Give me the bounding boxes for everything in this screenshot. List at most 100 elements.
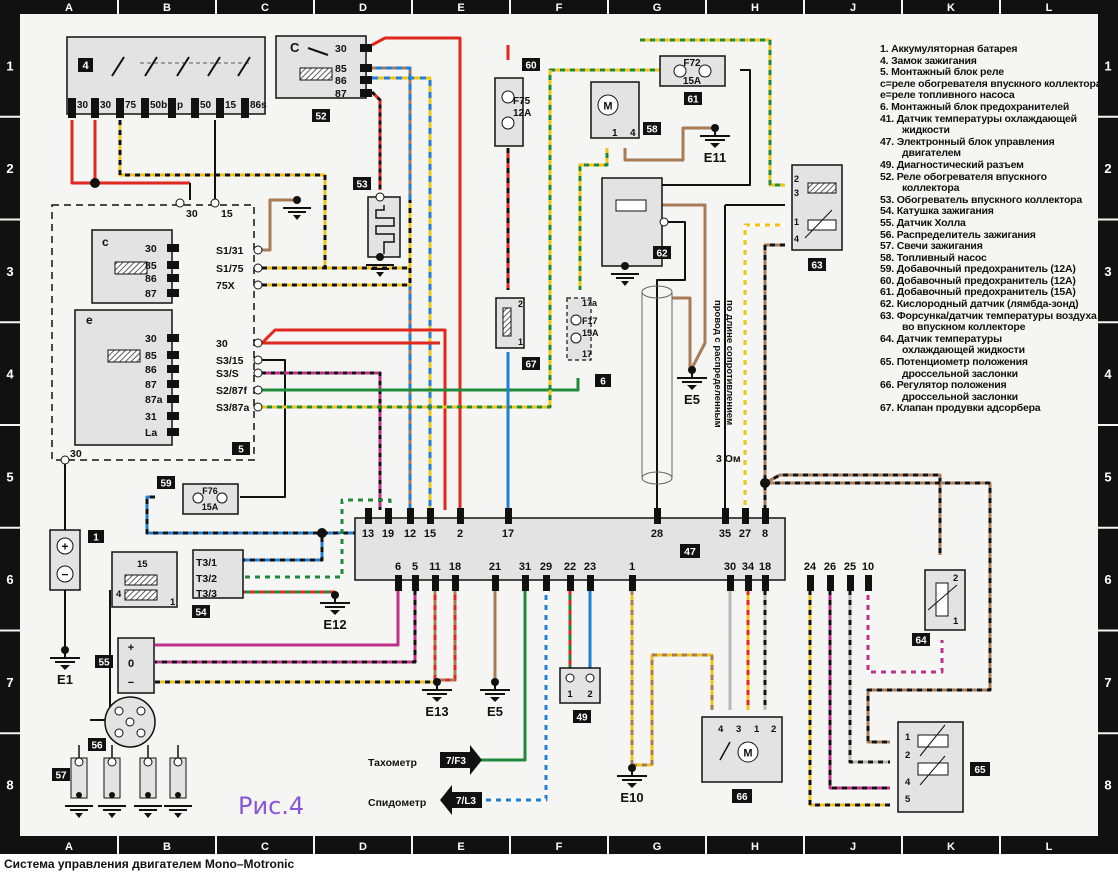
svg-text:30: 30: [145, 243, 157, 255]
tachometer-connector: Тахометр 7/F3: [368, 745, 482, 775]
legend-item: 59. Добавочный предохранитель (12A): [880, 263, 1076, 276]
row-label: 4: [1104, 367, 1112, 382]
column-label: B: [163, 2, 171, 14]
svg-text:75X: 75X: [216, 280, 235, 292]
row-label: 7: [6, 675, 13, 690]
svg-text:57: 57: [55, 771, 67, 782]
ecu-pin: [762, 575, 769, 591]
fuse-6: 17a F17 15A 17 6: [566, 297, 611, 388]
ground-icon: E10: [617, 764, 647, 805]
svg-text:2: 2: [905, 750, 910, 761]
purge-valve-67: 2 1 67: [495, 297, 540, 371]
wire-to-64: [764, 473, 942, 555]
svg-text:85: 85: [145, 350, 157, 362]
column-label: A: [65, 841, 73, 853]
row-label: 1: [6, 58, 13, 73]
legend-item: 67. Клапан продувки адсорбера: [880, 402, 1041, 415]
svg-text:S1/75: S1/75: [216, 263, 244, 275]
row-label: 6: [1104, 572, 1111, 587]
speedometer-connector: Спидометр 7/L3: [368, 785, 482, 815]
svg-text:E5: E5: [684, 392, 700, 407]
svg-text:25: 25: [844, 561, 856, 573]
svg-text:26: 26: [824, 561, 836, 573]
ignition-coil-54: 15 4 1 T3/1 T3/2 T3/3 54: [111, 549, 244, 619]
svg-text:4: 4: [905, 777, 911, 788]
column-label: K: [947, 2, 955, 14]
svg-text:15: 15: [424, 528, 436, 540]
column-label: L: [1046, 841, 1053, 853]
svg-text:87a: 87a: [145, 394, 163, 406]
svg-text:15: 15: [225, 100, 237, 111]
svg-text:E13: E13: [425, 704, 448, 719]
svg-text:E11: E11: [704, 150, 726, 165]
legend-item: 63. Форсунка/датчик температуры воздуха: [880, 309, 1097, 322]
ecu-pin: [492, 575, 499, 591]
svg-text:62: 62: [656, 249, 668, 260]
terminal-pin: [91, 98, 99, 118]
svg-text:3: 3: [736, 724, 741, 735]
wire-s2-87f: [262, 378, 580, 392]
svg-text:10: 10: [862, 561, 874, 573]
resistance-label: 3 Ом: [716, 453, 741, 465]
svg-text:e: e: [86, 313, 93, 327]
svg-text:T3/3: T3/3: [196, 588, 217, 600]
svg-text:30: 30: [70, 448, 82, 460]
column-label: C: [261, 2, 269, 14]
heater-53: 53: [353, 177, 401, 258]
svg-text:30: 30: [145, 333, 157, 345]
column-label: G: [653, 841, 662, 853]
svg-text:1: 1: [629, 561, 635, 573]
legend-item: 65. Потенциометр положения: [880, 356, 1028, 369]
svg-text:85: 85: [145, 260, 157, 272]
svg-text:2: 2: [771, 724, 776, 735]
svg-text:61: 61: [687, 95, 699, 106]
svg-text:M: M: [603, 101, 612, 113]
svg-text:30: 30: [186, 208, 198, 220]
svg-text:29: 29: [540, 561, 552, 573]
svg-text:64: 64: [915, 636, 927, 647]
svg-text:+: +: [128, 642, 134, 654]
terminal: [60, 455, 70, 465]
svg-text:52: 52: [315, 112, 327, 123]
column-label: G: [653, 2, 662, 14]
junction-dot: [317, 528, 327, 538]
ecu-pin: [654, 508, 661, 524]
terminal: [175, 198, 185, 208]
legend-item: 56. Распределитель зажигания: [880, 228, 1036, 241]
svg-text:1: 1: [93, 533, 99, 544]
ground-icon: [366, 253, 394, 277]
svg-text:F72: F72: [683, 58, 701, 69]
svg-text:18: 18: [449, 561, 461, 573]
grid-frame: [0, 0, 1118, 854]
svg-text:30: 30: [216, 338, 228, 350]
svg-text:67: 67: [525, 360, 537, 371]
wire-s3-15: [240, 359, 286, 498]
svg-text:2: 2: [953, 573, 958, 584]
svg-text:S3/S: S3/S: [216, 368, 239, 380]
svg-text:La: La: [145, 427, 157, 439]
svg-text:63: 63: [811, 261, 823, 272]
svg-text:13: 13: [362, 528, 374, 540]
svg-text:5: 5: [238, 445, 244, 456]
svg-text:1: 1: [170, 597, 176, 608]
legend-item: жидкости: [902, 124, 950, 137]
fuse-59: F76 15A 59: [157, 476, 239, 515]
svg-text:11: 11: [429, 561, 441, 573]
ground-icon: E5: [677, 366, 707, 407]
svg-text:12: 12: [404, 528, 416, 540]
terminal-pin: [116, 98, 124, 118]
ground-icon: [611, 262, 639, 286]
svg-text:T3/2: T3/2: [196, 573, 217, 585]
svg-text:85: 85: [335, 63, 347, 75]
svg-text:4: 4: [116, 589, 122, 600]
ecu-pin: [365, 508, 372, 524]
wire-6-hall: [155, 590, 400, 647]
wire-f72-out: [660, 69, 751, 186]
wire-62-brown: [660, 203, 707, 369]
terminal-pin: [216, 98, 224, 118]
row-label: 3: [6, 264, 13, 279]
svg-text:2: 2: [457, 528, 463, 540]
svg-text:60: 60: [525, 61, 537, 72]
wire-resistor: [724, 204, 785, 510]
